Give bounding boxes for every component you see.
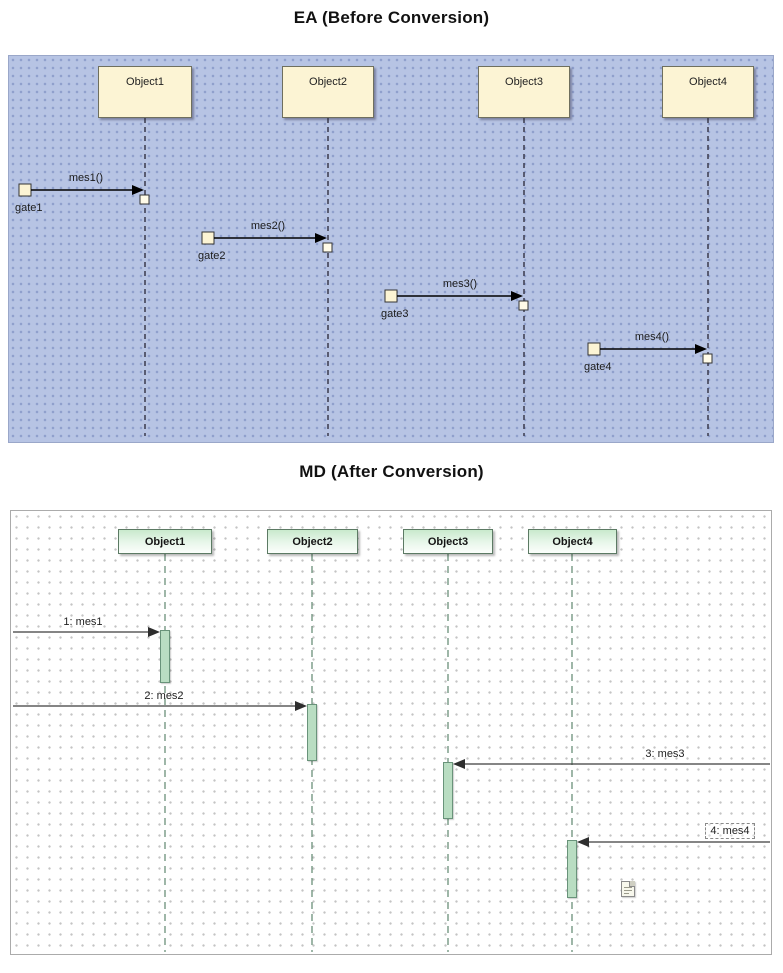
ea-object4-label: Object4 <box>689 76 727 88</box>
ea-diagram-shapes <box>18 118 713 436</box>
ea-object3-label: Object3 <box>505 76 543 88</box>
md-activation-bar-object3 <box>443 762 453 819</box>
ea-message-endpoint <box>702 353 713 364</box>
md-object2-label: Object2 <box>292 535 333 548</box>
ea-gate3-handle <box>384 289 398 303</box>
ea-gate1-handle <box>18 183 32 197</box>
ea-message-mes1-label: mes1() <box>68 172 104 184</box>
ea-message-mes4-label: mes4() <box>634 331 670 343</box>
ea-message-endpoint <box>322 242 333 253</box>
ea-lifeline-head-object2: Object2 <box>282 66 374 118</box>
ea-message-endpoint <box>139 194 150 205</box>
ea-message-mes2-arrow <box>201 231 333 253</box>
md-message-mes4-arrow <box>577 837 770 847</box>
ea-gate3-label: gate3 <box>381 308 409 320</box>
ea-message-mes2-label: mes2() <box>250 220 286 232</box>
ea-message-mes4-arrow <box>587 342 713 364</box>
md-message-mes2-label: 2: mes2 <box>144 690 184 702</box>
md-diagram-shapes <box>13 554 770 952</box>
ea-message-mes1-arrow <box>18 183 150 205</box>
md-sequence-diagram: Object1 Object2 Object3 Object4 1: mes1 … <box>10 510 772 955</box>
md-message-mes4-label-text: 4: mes4 <box>705 823 755 839</box>
md-arrowhead <box>148 627 160 637</box>
md-lifelines <box>164 554 573 952</box>
title-ea-before: EA (Before Conversion) <box>293 8 490 27</box>
ea-lifelines <box>144 118 709 436</box>
md-object4-label: Object4 <box>552 535 593 548</box>
ea-message-mes3-arrow <box>384 289 529 311</box>
ea-arrowhead <box>315 233 327 243</box>
ea-arrowhead <box>132 185 144 195</box>
ea-gate4-handle <box>587 342 601 356</box>
note-anchor-icon <box>621 881 635 897</box>
ea-object2-label: Object2 <box>309 76 347 88</box>
md-lifeline-head-object1: Object1 <box>118 529 212 554</box>
title-md-after: MD (After Conversion) <box>299 462 484 481</box>
ea-arrowhead <box>695 344 707 354</box>
ea-message-endpoint <box>518 300 529 311</box>
md-object1-label: Object1 <box>144 535 186 548</box>
ea-gate2-label: gate2 <box>198 250 226 262</box>
md-message-mes1-label: 1: mes1 <box>63 616 103 628</box>
ea-lifeline-head-object3: Object3 <box>478 66 570 118</box>
ea-gate1-label: gate1 <box>15 202 43 214</box>
md-lifeline-head-object3: Object3 <box>403 529 493 554</box>
md-activation-bar-object1 <box>160 630 170 683</box>
ea-lifeline-head-object4: Object4 <box>662 66 754 118</box>
ea-object1-label: Object1 <box>126 76 164 88</box>
md-message-mes1-arrow <box>13 627 160 637</box>
md-arrowhead <box>295 701 307 711</box>
ea-gate4-label: gate4 <box>584 361 612 373</box>
ea-message-mes3-label: mes3() <box>442 278 478 290</box>
ea-lifeline-head-object1: Object1 <box>98 66 192 118</box>
md-arrowhead <box>453 759 465 769</box>
md-object3-label: Object3 <box>427 535 469 548</box>
ea-arrowhead <box>511 291 523 301</box>
ea-sequence-diagram: Object1 Object2 Object3 Object4 mes1() m… <box>8 55 774 443</box>
md-arrowhead <box>577 837 589 847</box>
ea-gate2-handle <box>201 231 215 245</box>
md-message-mes3-label: 3: mes3 <box>645 748 685 760</box>
md-message-mes3-arrow <box>453 759 770 769</box>
md-message-mes2-arrow <box>13 701 307 711</box>
md-lifeline-head-object2: Object2 <box>267 529 358 554</box>
md-message-mes4-label: 4: mes4 <box>685 823 775 839</box>
md-lifeline-head-object4: Object4 <box>528 529 617 554</box>
md-activation-bar-object2 <box>307 704 317 761</box>
md-activation-bar-object4 <box>567 840 577 898</box>
